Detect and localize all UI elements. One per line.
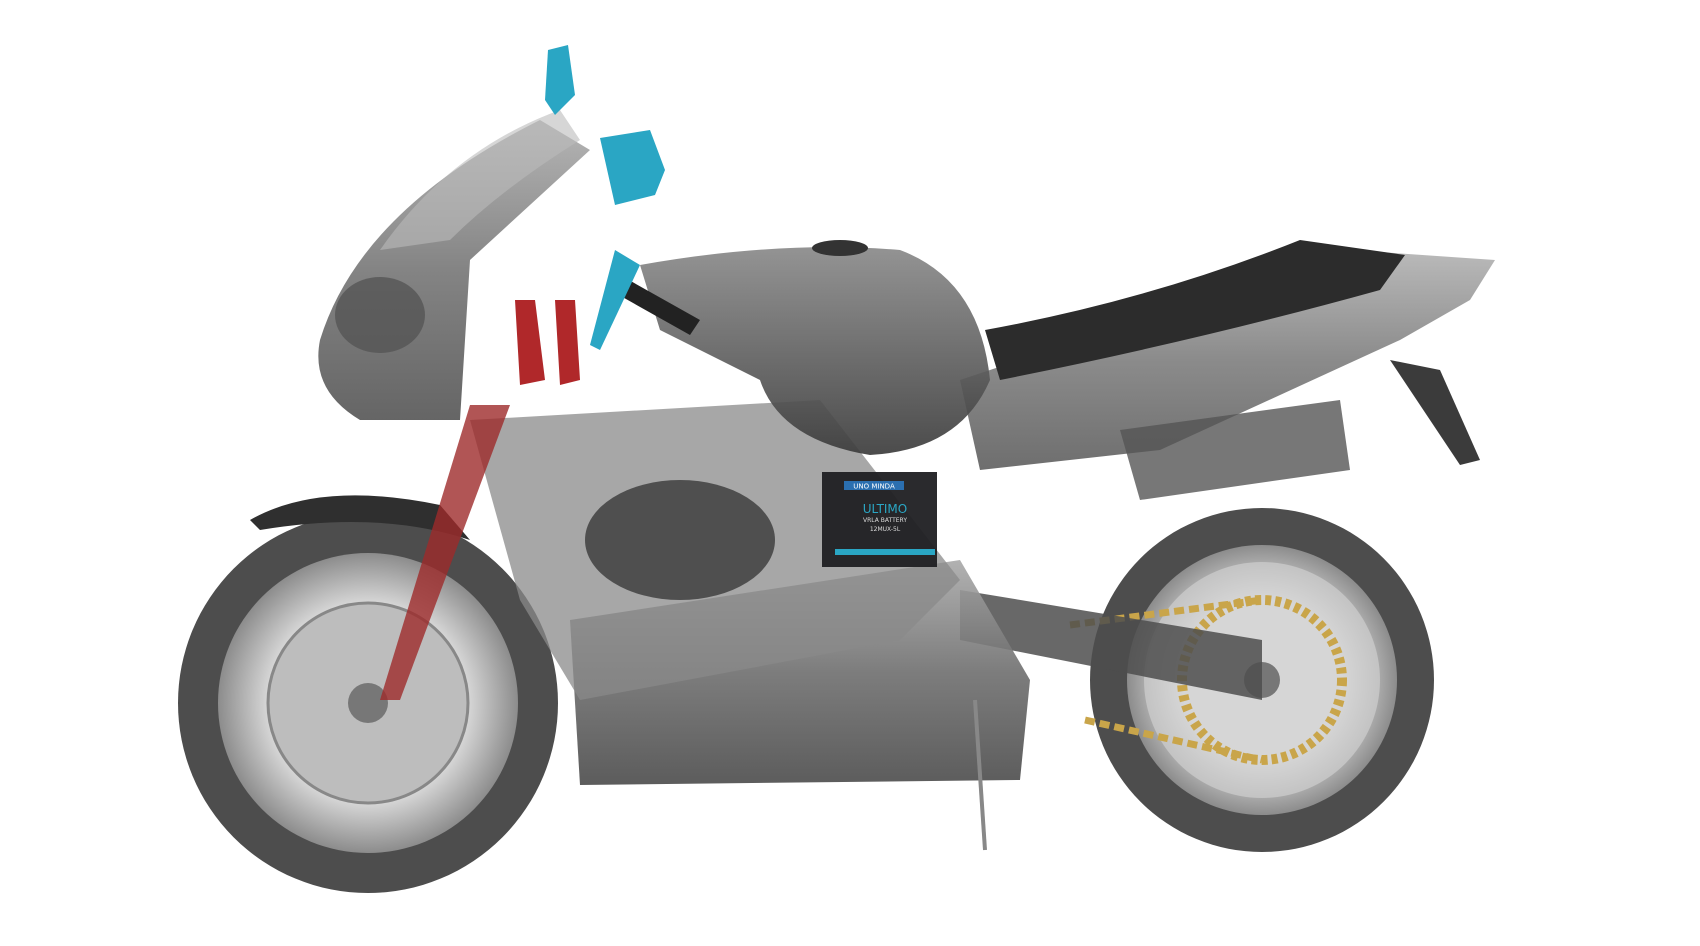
- front-fairing: [318, 120, 590, 420]
- mirror-left: [545, 45, 575, 115]
- battery: UNO MINDA ULTIMO VRLA BATTERY 12MUX-5L: [822, 472, 937, 567]
- front-fork: [380, 405, 510, 700]
- battery-model: 12MUX-5L: [870, 526, 901, 533]
- front-fender: [250, 495, 470, 540]
- swingarm: [960, 590, 1262, 700]
- exhaust: [1120, 400, 1350, 500]
- fuel-cap: [812, 240, 868, 256]
- seat: [985, 240, 1405, 380]
- engine-opening: [585, 480, 775, 600]
- battery-type: VRLA BATTERY: [863, 517, 907, 524]
- front-wheel: [178, 513, 558, 893]
- fuel-tank: [640, 247, 990, 455]
- headlight: [335, 277, 425, 353]
- windscreen: [380, 110, 580, 250]
- license-plate-holder: [1390, 360, 1480, 465]
- mirror-right: [600, 130, 665, 205]
- battery-brand: UNO MINDA: [853, 483, 895, 491]
- tail-section: [960, 250, 1495, 470]
- handlebar: [610, 275, 700, 335]
- fork-tubes-upper: [515, 300, 580, 385]
- kickstand: [973, 699, 987, 851]
- battery-product: ULTIMO: [863, 502, 907, 516]
- brake-lever: [590, 250, 640, 350]
